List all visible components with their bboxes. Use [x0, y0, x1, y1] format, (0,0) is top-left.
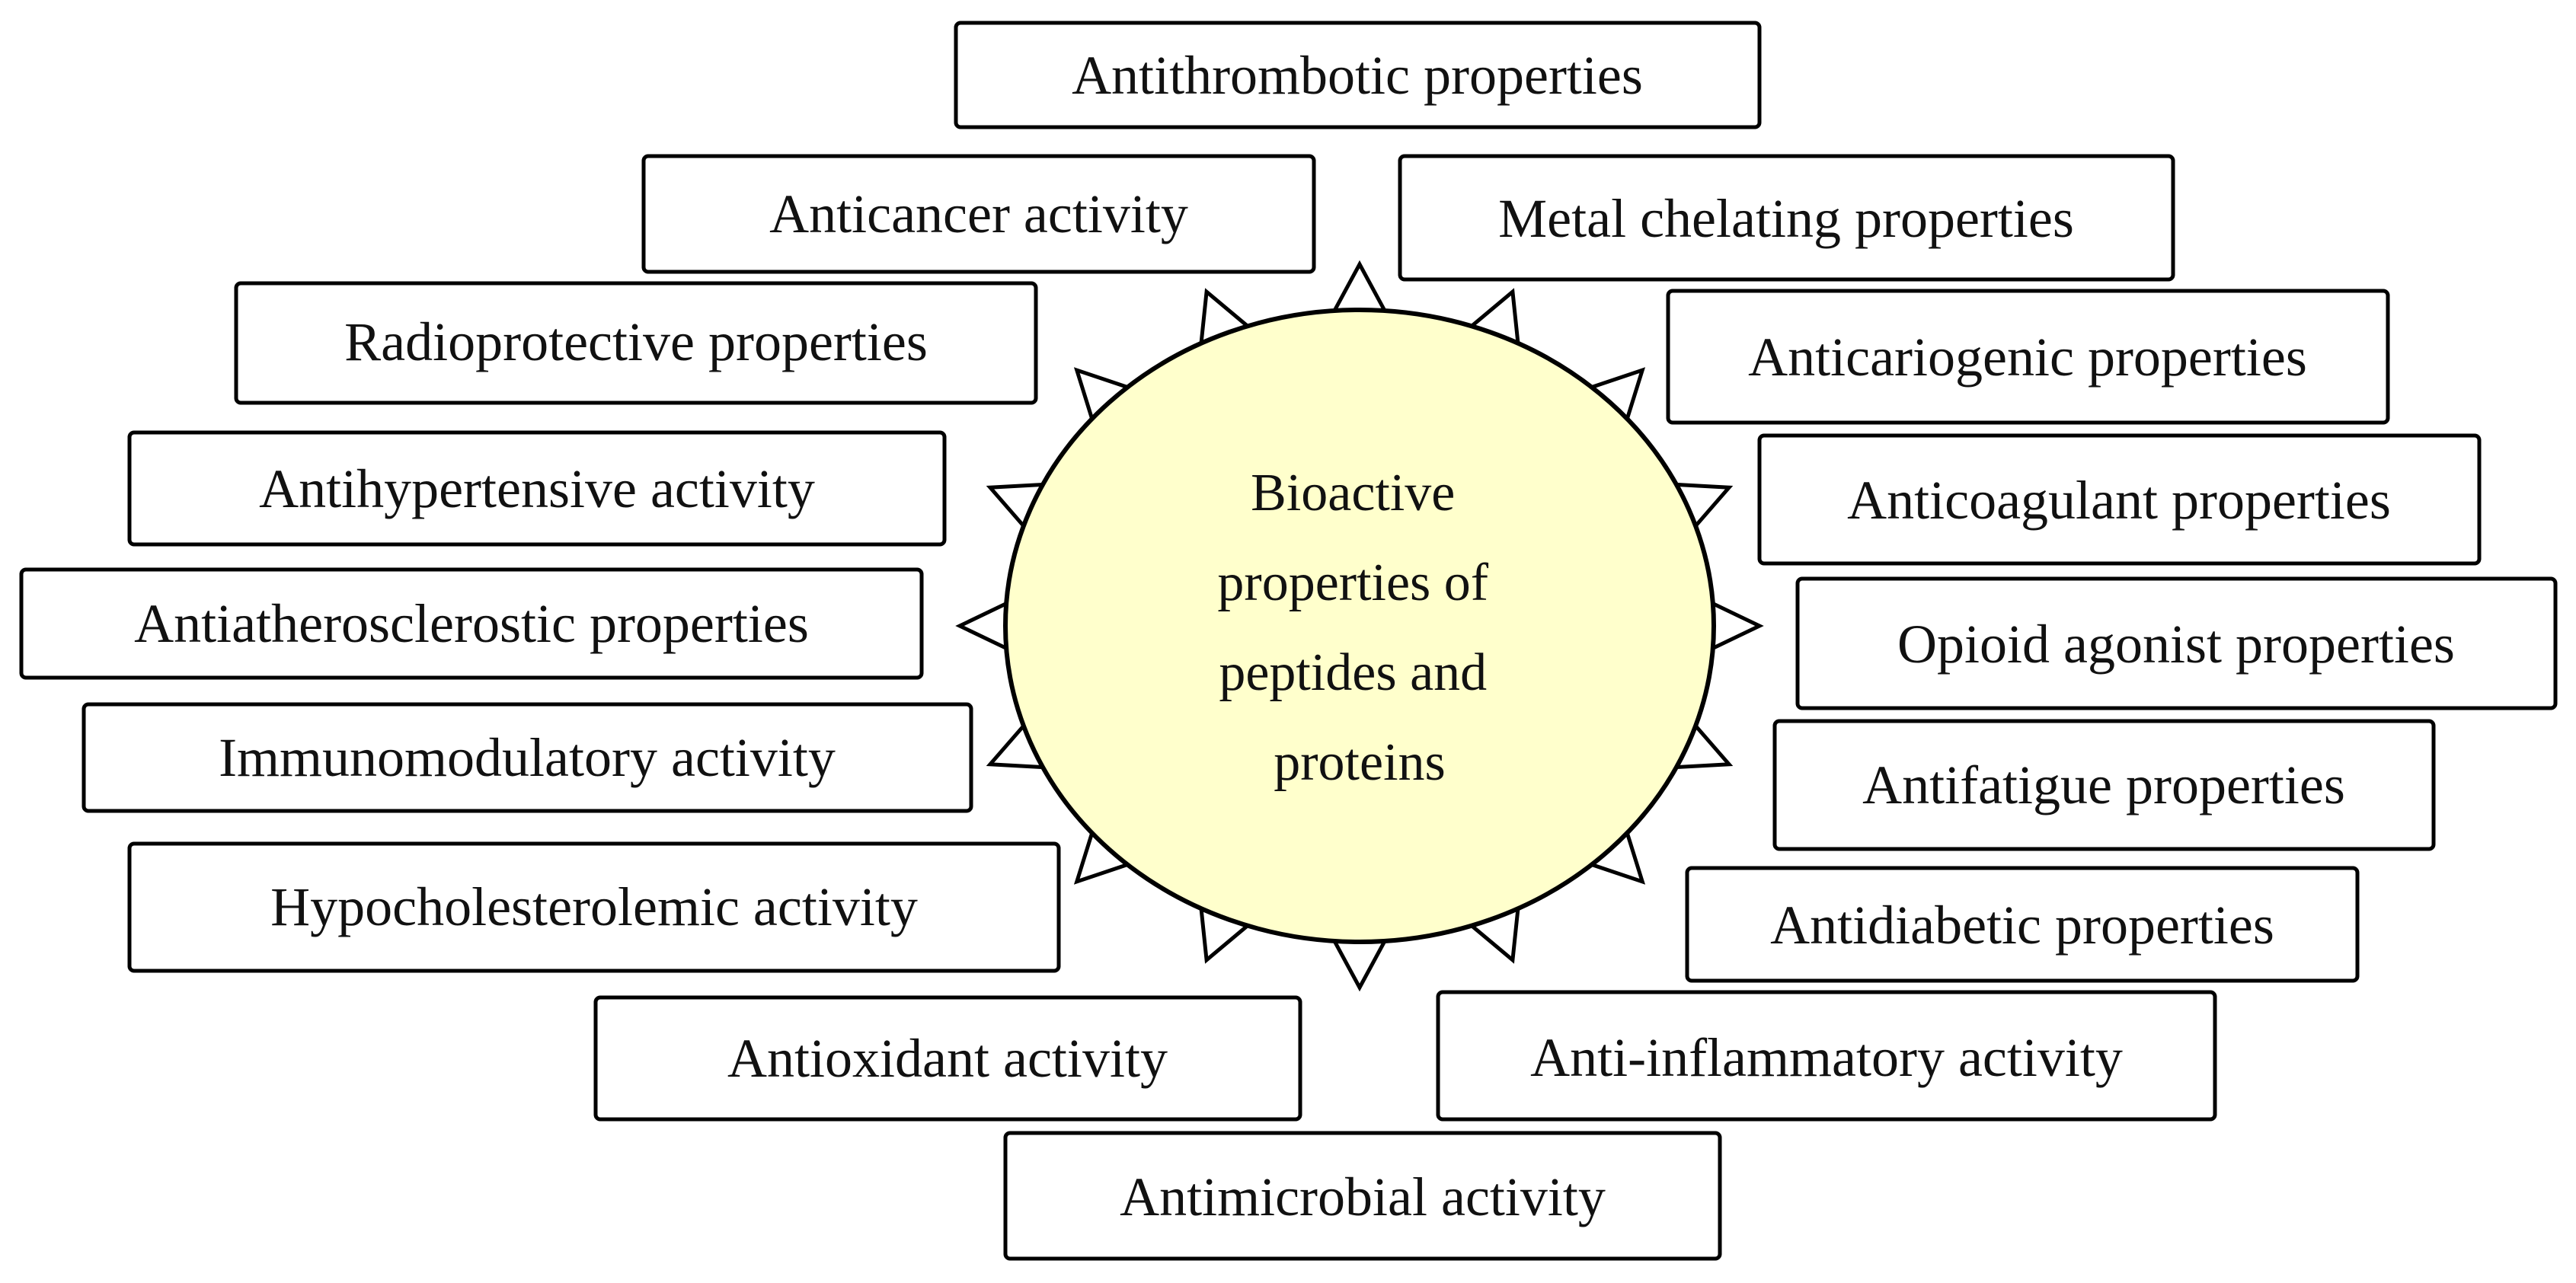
property-label: Antifatigue properties — [1862, 755, 2345, 815]
property-label: Anticariogenic properties — [1748, 327, 2307, 388]
center-circle — [1003, 308, 1716, 944]
property-box: Antithrombotic properties — [954, 21, 1762, 129]
property-box: Antimicrobial activity — [1003, 1131, 1722, 1261]
property-label: Antithrombotic properties — [1072, 45, 1643, 106]
property-box: Metal chelating properties — [1398, 154, 2175, 282]
property-box: Radioprotective properties — [234, 281, 1038, 405]
property-label: Antidiabetic properties — [1770, 895, 2274, 956]
property-box: Antiatherosclerostic properties — [19, 567, 924, 680]
center-title-line-3: peptides and — [1219, 643, 1487, 702]
property-box: Anticancer activity — [641, 154, 1316, 274]
property-box: Hypocholesterolemic activity — [127, 841, 1061, 973]
center-title: Bioactive properties of peptides and pro… — [1217, 464, 1501, 792]
property-label: Opioid agonist properties — [1897, 614, 2455, 675]
property-box: Anticoagulant properties — [1757, 433, 2482, 566]
property-box: Antifatigue properties — [1772, 719, 2436, 851]
property-box: Opioid agonist properties — [1795, 576, 2558, 710]
property-box: Antidiabetic properties — [1685, 866, 2360, 983]
property-label: Antiatherosclerostic properties — [134, 593, 809, 654]
property-box: Antihypertensive activity — [127, 430, 947, 547]
property-label: Antimicrobial activity — [1120, 1167, 1606, 1227]
center-title-line-4: proteins — [1274, 733, 1446, 792]
property-label: Anticancer activity — [769, 184, 1188, 244]
property-box: Immunomodulatory activity — [81, 702, 973, 813]
property-label: Anti-inflammatory activity — [1530, 1027, 2123, 1088]
center-title-line-1: Bioactive — [1251, 464, 1455, 522]
property-label: Radioprotective properties — [344, 311, 928, 372]
property-label: Antioxidant activity — [727, 1028, 1168, 1089]
property-label: Hypocholesterolemic activity — [270, 876, 918, 937]
property-box: Anti-inflammatory activity — [1436, 990, 2217, 1122]
center-sun: Bioactive properties of peptides and pro… — [955, 260, 1764, 992]
property-label: Immunomodulatory activity — [219, 727, 836, 788]
property-label: Anticoagulant properties — [1847, 470, 2391, 531]
property-label: Metal chelating properties — [1498, 188, 2074, 249]
property-label: Antihypertensive activity — [259, 458, 815, 519]
property-box: Antioxidant activity — [593, 995, 1302, 1122]
center-title-line-2: properties of — [1217, 554, 1488, 612]
property-box: Anticariogenic properties — [1666, 289, 2390, 425]
